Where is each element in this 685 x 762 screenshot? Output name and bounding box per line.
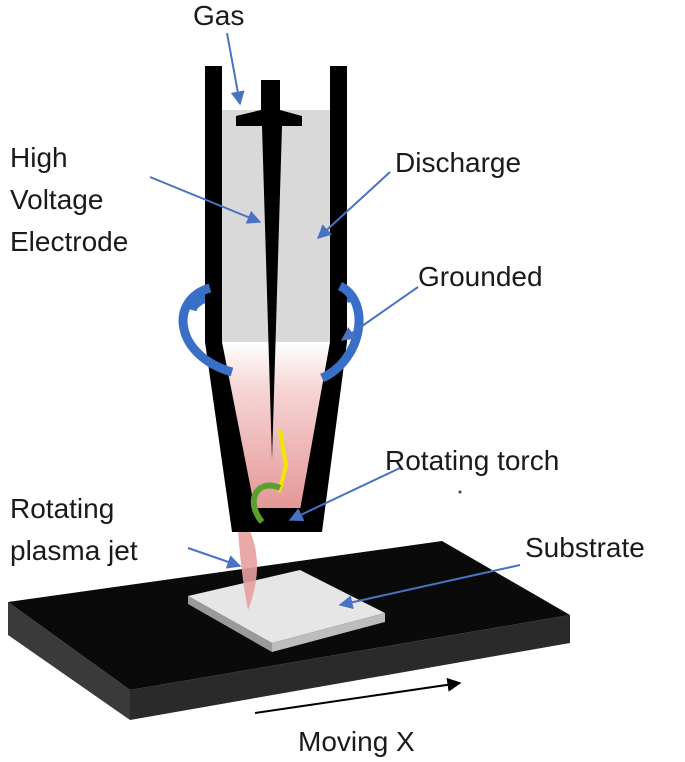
arrow-substrate xyxy=(338,564,521,610)
torch-right-wall xyxy=(330,66,347,342)
grounded-ring-front-right xyxy=(319,281,364,383)
rotating-plasma-jet xyxy=(238,527,258,610)
nozzle-right-wall xyxy=(300,342,347,532)
stage-side-right xyxy=(130,615,570,720)
stray-dot xyxy=(458,490,462,494)
label-substrate: Substrate xyxy=(525,532,645,563)
discharge-spark xyxy=(277,429,289,493)
substrate-side-front xyxy=(188,596,272,652)
label-electrode: Electrode xyxy=(10,226,129,257)
arrow-rotating-plasma-jet xyxy=(187,547,242,569)
arrow-gas xyxy=(226,32,245,106)
grounded-ring-front xyxy=(178,283,234,377)
high-voltage-electrode xyxy=(236,80,302,460)
label-rotating-torch: Rotating torch xyxy=(385,445,560,476)
arrow-grounded xyxy=(340,286,419,341)
label-grounded: Grounded xyxy=(418,261,543,292)
label-gas: Gas xyxy=(193,0,245,31)
nozzle-plasma-fill xyxy=(222,342,330,525)
label-high: High xyxy=(10,142,68,173)
arrow-high-voltage-electrode xyxy=(149,176,262,224)
nozzle-left-wall xyxy=(205,342,255,532)
label-moving-x: Moving X xyxy=(298,726,415,757)
label-rotating: Rotating xyxy=(10,493,115,524)
label-discharge: Discharge xyxy=(395,147,522,178)
callout-arrows xyxy=(149,32,521,610)
stage-side-front xyxy=(8,602,130,720)
label-voltage: Voltage xyxy=(10,184,104,215)
substrate-top xyxy=(188,570,385,643)
rotating-arc xyxy=(250,482,282,524)
torch-body xyxy=(205,66,347,532)
arrow-discharge xyxy=(316,171,391,239)
arrow-rotating-torch xyxy=(288,467,401,521)
moving-x-arrow xyxy=(254,677,462,714)
substrate-side-right xyxy=(272,613,385,652)
substrate-plate xyxy=(188,570,385,652)
label-plasma-jet: plasma jet xyxy=(10,535,138,566)
